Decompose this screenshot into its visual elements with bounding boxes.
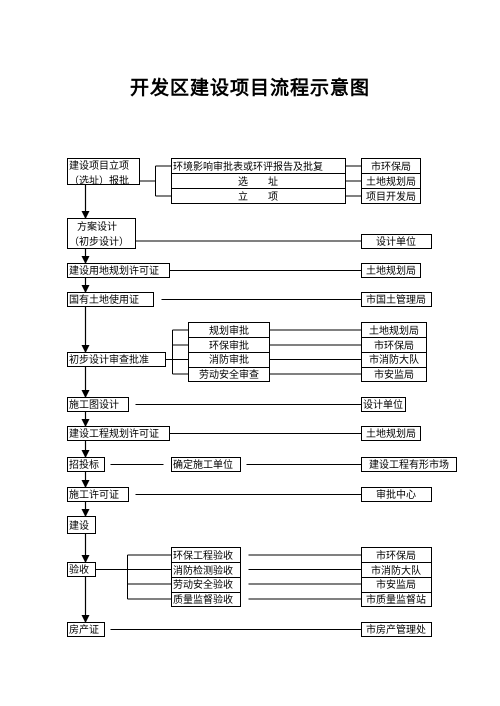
agency-label: 市国土管理局 xyxy=(366,293,426,306)
middle-label: 立 项 xyxy=(238,190,278,203)
middle-label: 选 址 xyxy=(238,175,278,188)
middle-label: 环保审批 xyxy=(209,339,249,352)
step-label: 验收 xyxy=(69,563,89,576)
middle-label: 环保工程验收 xyxy=(173,549,233,562)
page-title: 开发区建设项目流程示意图 xyxy=(129,77,370,99)
middle-label: 环境影响审批表或环评报告及批复 xyxy=(173,160,323,173)
agency-label: 市环保局 xyxy=(374,339,414,352)
agency-box-3 xyxy=(361,263,421,278)
step-construction-drawing-box xyxy=(67,397,129,412)
agency-label: 市消防大队 xyxy=(369,353,419,366)
step-label: 房产证 xyxy=(69,623,99,636)
agency-box-8 xyxy=(361,457,457,472)
middle-label: 消防审批 xyxy=(209,353,249,366)
agency-label: 土地规划局 xyxy=(366,175,416,188)
step-project-approval-box xyxy=(67,158,140,185)
agency-label: 土地规划局 xyxy=(366,264,416,277)
agency-label: 土地规划局 xyxy=(366,427,416,440)
middle-label: 消防检测验收 xyxy=(173,564,233,577)
agency-label: 审批中心 xyxy=(376,488,416,501)
step-label: （选址）报批 xyxy=(69,174,129,187)
agency-label: 市质量监督站 xyxy=(366,593,426,606)
step-label: 建设项目立项 xyxy=(69,159,129,172)
agency-label: 市环保局 xyxy=(376,549,416,562)
middle-label: 规划审批 xyxy=(209,324,249,337)
agency-box-2 xyxy=(361,234,432,249)
step-label: 初步设计审查批准 xyxy=(69,353,149,366)
agency-label: 市房产管理处 xyxy=(366,623,426,636)
agency-label: 设计单位 xyxy=(376,235,416,248)
agency-box-12 xyxy=(361,622,432,637)
step-land-use-cert-box xyxy=(67,292,154,307)
agency-label: 土地规划局 xyxy=(369,324,419,337)
step-scheme-design-box xyxy=(67,218,136,249)
agency-label: 市消防大队 xyxy=(371,564,421,577)
step-label: 施工图设计 xyxy=(69,398,119,411)
agency-box-4 xyxy=(361,292,432,307)
agency-label: 市安监局 xyxy=(376,578,416,591)
agency-box-7 xyxy=(361,426,421,441)
agency-label: 建设工程有形市场 xyxy=(369,458,449,471)
middle-label: 劳动安全审查 xyxy=(199,368,259,381)
step-label: 施工许可证 xyxy=(69,488,119,501)
agency-label: 市安监局 xyxy=(374,368,414,381)
middle-label: 确定施工单位 xyxy=(173,458,233,471)
agency-label: 市环保局 xyxy=(371,160,411,173)
step-label: 建设工程规划许可证 xyxy=(69,427,159,440)
agency-label: 项目开发局 xyxy=(366,190,416,203)
step-construction-permit-box xyxy=(67,487,129,502)
step-label: 招投标 xyxy=(69,458,99,471)
agency-label: 设计单位 xyxy=(363,398,403,411)
step-label: 建设用地规划许可证 xyxy=(69,264,159,277)
step-label: 方案设计 xyxy=(77,220,117,233)
step-label: 国有土地使用证 xyxy=(69,293,139,306)
middle-box-contractor xyxy=(171,457,241,472)
agency-box-6 xyxy=(361,397,406,412)
middle-label: 质量监督验收 xyxy=(173,593,233,606)
agency-box-9 xyxy=(361,487,432,502)
step-label: （初步设计） xyxy=(69,235,129,248)
step-label: 建设 xyxy=(69,519,89,532)
middle-label: 劳动安全验收 xyxy=(173,578,233,591)
